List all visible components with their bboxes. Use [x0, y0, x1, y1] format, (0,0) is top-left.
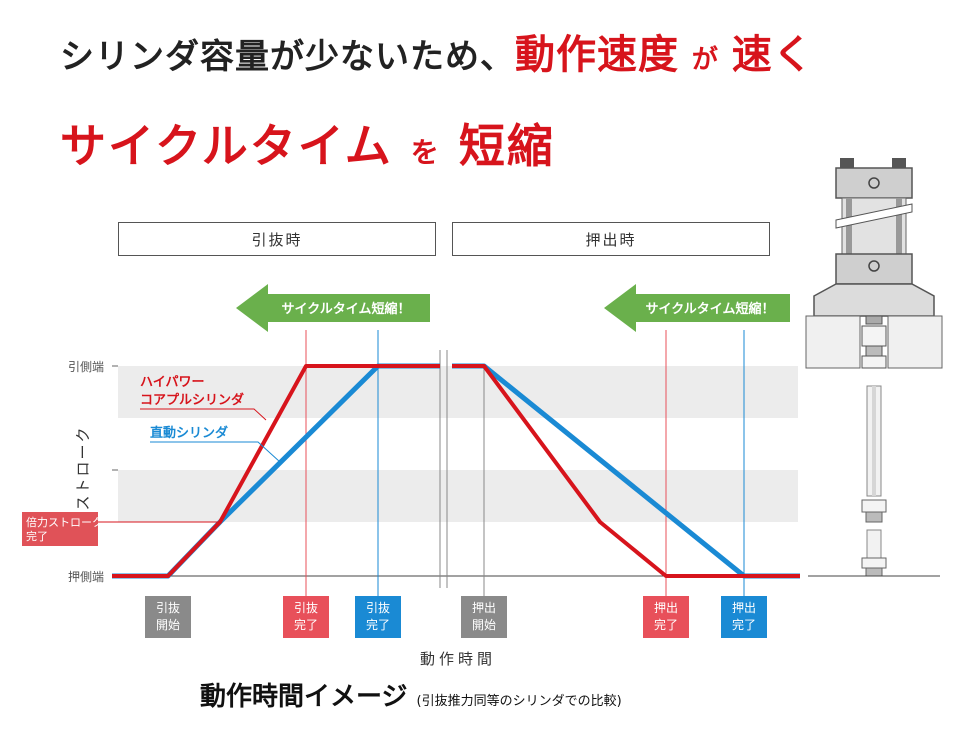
time-marker-text-1: 押出 — [472, 601, 496, 615]
headline-highlight-speed: 動作速度 — [515, 32, 679, 78]
time-marker-text-1: 引抜 — [366, 601, 390, 615]
y-axis-title: ストローク — [74, 425, 92, 510]
phase-push-label: 押出時 — [585, 230, 637, 249]
time-marker-text-1: 押出 — [732, 601, 756, 615]
y-label-push-end: 押側端 — [68, 570, 104, 584]
headline-particle-wo: を — [410, 136, 441, 169]
time-marker-box — [461, 596, 507, 638]
time-marker-push-complete-red: 押出 完了 — [643, 596, 689, 638]
banner-pull-text: サイクルタイム短縮！ — [281, 301, 410, 317]
caption-main: 動作時間イメージ — [200, 682, 408, 712]
time-marker-text-2: 開始 — [472, 618, 496, 632]
time-marker-pull-complete-red: 引抜 完了 — [283, 596, 329, 638]
series-highpower-push — [452, 364, 800, 578]
time-marker-box — [283, 596, 329, 638]
time-marker-push-complete-blue: 押出 完了 — [721, 596, 767, 638]
series-leader-highpower — [140, 408, 267, 421]
series-label-highpower-1: ハイパワー — [140, 375, 204, 390]
time-marker-text-1: 引抜 — [294, 601, 318, 615]
annotation-text-2: 完了 — [26, 529, 48, 543]
annotation-text-1: 倍力ストローク — [26, 515, 103, 529]
time-marker-text-2: 完了 — [654, 617, 678, 632]
phase-pull-box: 引抜時 — [118, 222, 436, 256]
time-marker-pull-complete-blue: 引抜 完了 — [355, 596, 401, 638]
time-marker-box — [145, 596, 191, 638]
time-marker-box — [721, 596, 767, 638]
band-lower — [118, 470, 798, 522]
time-marker-text-1: 引抜 — [156, 601, 180, 615]
time-marker-box — [643, 596, 689, 638]
headline-particle-ga: が — [691, 45, 719, 75]
series-label-direct: 直動シリンダ — [150, 425, 228, 441]
chart-caption: 動作時間イメージ (引抜推力同等のシリンダでの比較) — [200, 676, 622, 713]
time-marker-text-2: 完了 — [732, 617, 756, 632]
headline-shorten: 短縮 — [458, 119, 555, 173]
series-highpower-pull — [112, 364, 440, 578]
y-label-pull-end: 引側端 — [68, 360, 104, 374]
time-marker-text-2: 完了 — [294, 617, 318, 632]
time-marker-text-1: 押出 — [654, 601, 678, 615]
time-marker-text-2: 完了 — [366, 617, 390, 632]
time-marker-text-2: 開始 — [156, 618, 180, 632]
headline-prefix: シリンダ容量が少ないため、 — [60, 37, 515, 77]
caption-note: (引抜推力同等のシリンダでの比較) — [416, 694, 622, 709]
series-label-highpower-2: コアプルシリンダ — [140, 392, 244, 408]
cylinder-illustration — [805, 158, 943, 577]
time-marker-push-start: 押出 開始 — [461, 596, 507, 638]
series-leader-direct — [150, 441, 281, 463]
time-marker-box — [355, 596, 401, 638]
phase-pull-label: 引抜時 — [251, 230, 303, 249]
banner-push — [604, 284, 790, 332]
phase-push-box: 押出時 — [452, 222, 770, 256]
x-axis-title: 動作時間 — [420, 650, 496, 668]
time-marker-pull-start: 引抜 開始 — [145, 596, 191, 638]
annotation-box — [22, 512, 98, 546]
banner-pull — [236, 284, 430, 332]
band-upper — [118, 366, 798, 418]
headline-line2: サイクルタイム を 短縮 — [60, 110, 555, 176]
headline-highlight-fast: 速く — [731, 32, 814, 78]
headline-cycle-time: サイクルタイム — [60, 119, 393, 173]
banner-push-text: サイクルタイム短縮！ — [645, 301, 774, 317]
headline-line1: シリンダ容量が少ないため、動作速度 が 速く — [60, 22, 814, 80]
